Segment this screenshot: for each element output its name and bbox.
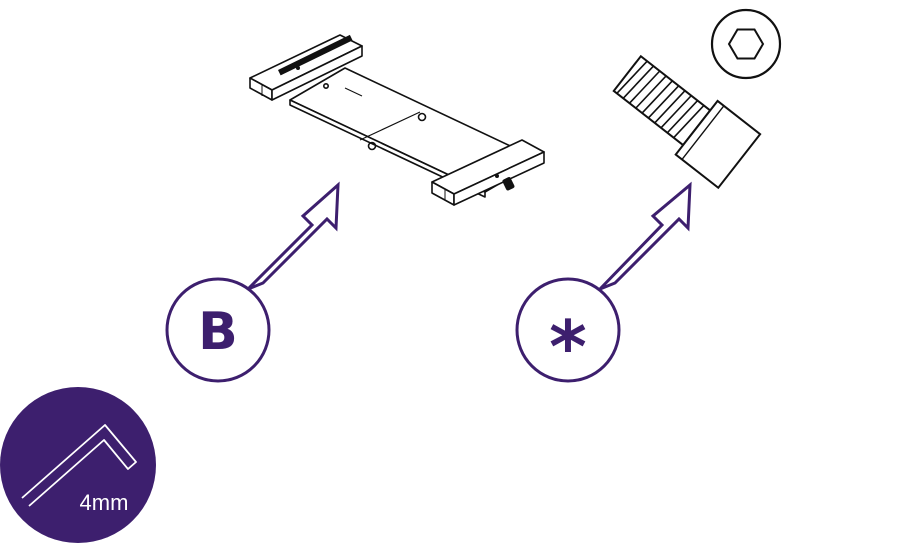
tool-badge: 4mm bbox=[0, 387, 156, 543]
hex-socket-icon bbox=[710, 8, 782, 80]
tool-size-label: 4mm bbox=[80, 490, 129, 515]
arrow-to-plate bbox=[246, 181, 340, 291]
part-b-badge: B bbox=[165, 277, 271, 383]
mounting-plate-icon bbox=[249, 34, 545, 206]
part-b-label: B bbox=[198, 302, 238, 362]
arrow-to-screw bbox=[598, 181, 692, 291]
fastener-badge: * bbox=[515, 277, 621, 389]
fastener-label: * bbox=[549, 305, 587, 389]
allen-key-icon bbox=[21, 424, 137, 507]
socket-cap-screw-icon bbox=[612, 54, 762, 190]
